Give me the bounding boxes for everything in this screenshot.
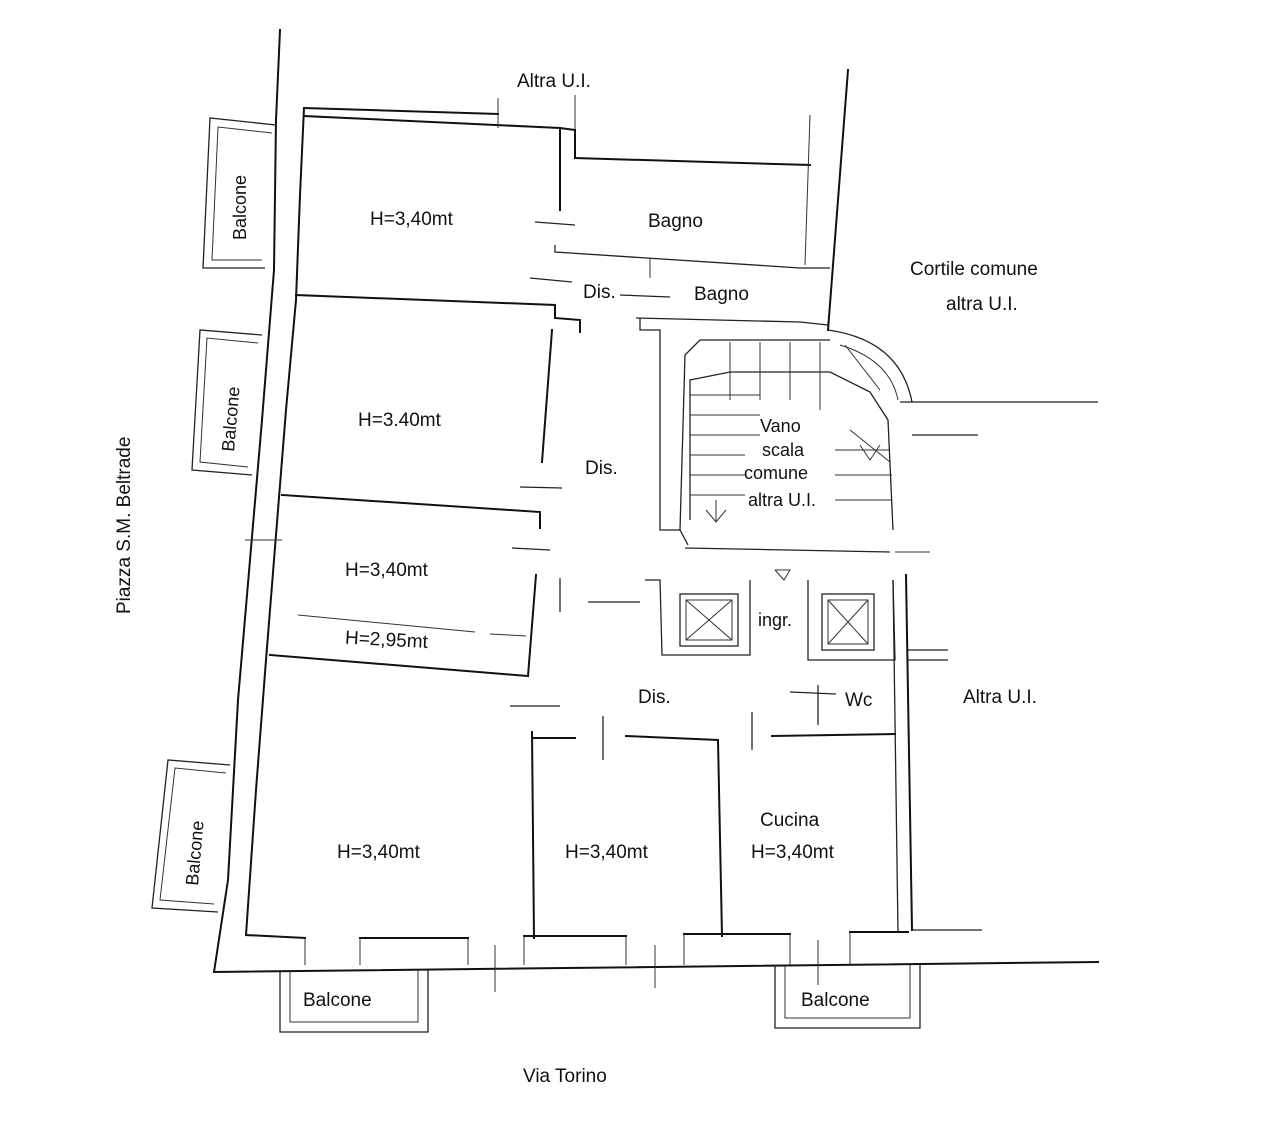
dis-bottom-label: Dis. — [638, 687, 671, 708]
dis-mid-label: Dis. — [585, 458, 618, 479]
balconies — [151, 117, 921, 1033]
bagno-2-label: Bagno — [694, 284, 749, 305]
balcony-bottom-1-label: Balcone — [303, 990, 372, 1011]
wc-label: Wc — [845, 690, 872, 711]
balcony-labels: Balcone Balcone Balcone Balcone Balcone — [182, 175, 870, 1011]
room-second-height: H=3.40mt — [358, 410, 442, 431]
interior-walls — [245, 127, 897, 940]
balcony-left-2-label: Balcone — [218, 386, 244, 453]
room-bottom-mid-height: H=3,40mt — [565, 842, 649, 863]
bagno-1-label: Bagno — [648, 211, 703, 232]
staircase — [689, 329, 913, 581]
courtyard-label-line1: Cortile comune — [910, 259, 1038, 280]
room-third-height-2: H=2,95mt — [344, 628, 429, 653]
top-neighbor-label: Altra U.I. — [517, 71, 591, 92]
courtyard-label-line2: altra U.I. — [946, 294, 1018, 315]
balcony-left-3-label: Balcone — [182, 820, 208, 887]
balcony-left-1-label: Balcone — [230, 175, 250, 240]
stair-label-line3: comune — [744, 463, 808, 483]
balcony-bottom-2-label: Balcone — [801, 990, 870, 1011]
cucina-name-label: Cucina — [760, 810, 820, 831]
ingresso-label: ingr. — [758, 610, 792, 630]
room-third-height-1: H=3,40mt — [345, 560, 429, 581]
room-bottom-left-height: H=3,40mt — [337, 842, 421, 863]
dis-top-label: Dis. — [583, 282, 616, 303]
stair-label-line4: altra U.I. — [748, 490, 816, 510]
street-bottom-label: Via Torino — [523, 1066, 607, 1087]
room-labels: Altra U.I. H=3,40mt Bagno Dis. Bagno Cor… — [114, 71, 1038, 1087]
room-top-left-height: H=3,40mt — [370, 209, 454, 230]
stair-label-line1: Vano — [760, 416, 801, 436]
outer-walls — [212, 28, 1100, 992]
street-left-label: Piazza S.M. Beltrade — [114, 437, 135, 614]
right-neighbor-label: Altra U.I. — [963, 687, 1037, 708]
elevators — [679, 593, 875, 651]
cucina-height-label: H=3,40mt — [751, 842, 835, 863]
stair-label-line2: scala — [762, 440, 805, 460]
